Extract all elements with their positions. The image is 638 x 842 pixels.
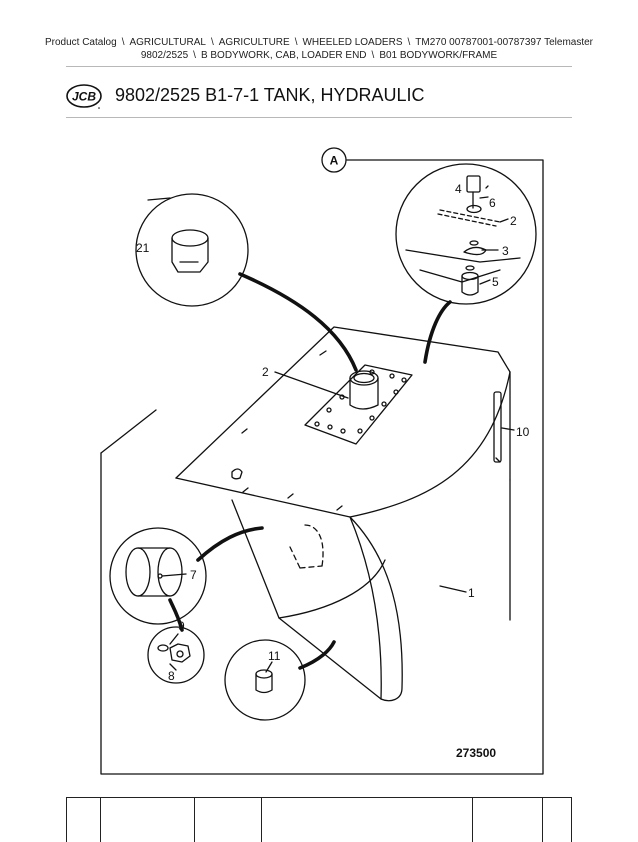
table-column (571, 797, 572, 842)
callout-3: 3 (502, 244, 509, 258)
breadcrumb-item[interactable]: WHEELED LOADERS (302, 37, 403, 48)
leader-line (169, 633, 179, 645)
leader-line (501, 427, 515, 431)
callout-11: 11 (268, 649, 281, 663)
header-divider (66, 66, 572, 67)
table-top-border (66, 797, 572, 798)
breadcrumb-line-1: Product Catalog \ AGRICULTURAL \ AGRICULTURE… (0, 36, 638, 49)
leader-line (161, 573, 187, 577)
breadcrumb: Product Catalog \ AGRICULTURAL \ AGRICULTURE… (0, 36, 638, 62)
leader-line (265, 661, 273, 673)
breadcrumb-line-2: 9802/2525 \ B BODYWORK, CAB, LOADER END \ B0… (0, 49, 638, 62)
callout-8: 8 (168, 669, 175, 683)
leader-line (274, 371, 349, 399)
svg-text:JCB: JCB (72, 90, 96, 104)
callout-21: 21 (136, 241, 150, 255)
callout-4: 4 (455, 182, 462, 196)
breadcrumb-item[interactable]: 9802/2525 (140, 50, 189, 61)
view-marker-label: A (330, 154, 339, 168)
detail-circle-breather (224, 639, 306, 721)
callout-1: 1 (468, 586, 475, 600)
breadcrumb-item[interactable]: Product Catalog (44, 37, 117, 48)
parts-table-header (66, 797, 572, 842)
top-plate (304, 364, 413, 445)
detail-connectors (168, 272, 452, 670)
breadcrumb-item[interactable]: B01 BODYWORK/FRAME (379, 50, 498, 61)
breadcrumb-item[interactable]: AGRICULTURE (218, 37, 290, 48)
callout-9: 9 (178, 619, 185, 633)
callout-2: 2 (262, 365, 269, 379)
hydraulic-tank (175, 326, 511, 702)
table-column (542, 797, 543, 842)
breadcrumb-item[interactable]: TM270 00787001-00787397 Telemaster (415, 37, 594, 48)
leader-line (499, 218, 509, 223)
table-column (472, 797, 473, 842)
figure-number: 273500 (456, 746, 496, 760)
callout-2: 2 (510, 214, 517, 228)
table-column (66, 797, 67, 842)
view-frame (100, 159, 544, 775)
breadcrumb-separator: \ (193, 50, 196, 61)
callout-5: 5 (492, 275, 499, 289)
breadcrumb-item[interactable]: AGRICULTURAL (129, 37, 206, 48)
title-divider (66, 117, 572, 118)
leader-line (147, 197, 171, 201)
breadcrumb-separator: \ (210, 37, 214, 48)
table-column (100, 797, 101, 842)
detail-circle-cap (109, 527, 207, 625)
table-column (261, 797, 262, 842)
table-column (194, 797, 195, 842)
detail-circle-nut (147, 626, 205, 684)
breadcrumb-item[interactable]: B BODYWORK, CAB, LOADER END (200, 50, 367, 61)
jcb-logo: JCB (66, 84, 102, 109)
callout-7: 7 (190, 568, 197, 582)
breadcrumb-separator: \ (371, 50, 375, 61)
page-title: 9802/2525 B1-7-1 TANK, HYDRAULIC (115, 85, 425, 105)
leader-line (479, 279, 491, 285)
breadcrumb-separator: \ (407, 37, 411, 48)
callout-10: 10 (516, 425, 530, 439)
detail-circle-plug (135, 193, 249, 307)
detail-circle-washers (395, 163, 537, 305)
view-frame-edge (100, 409, 157, 454)
view-marker (321, 147, 347, 173)
leader-line (169, 663, 177, 671)
leader-line (479, 185, 489, 199)
breadcrumb-separator: \ (294, 37, 298, 48)
leader-line (439, 585, 467, 593)
breadcrumb-separator: \ (121, 37, 125, 48)
callout-6: 6 (489, 196, 496, 210)
